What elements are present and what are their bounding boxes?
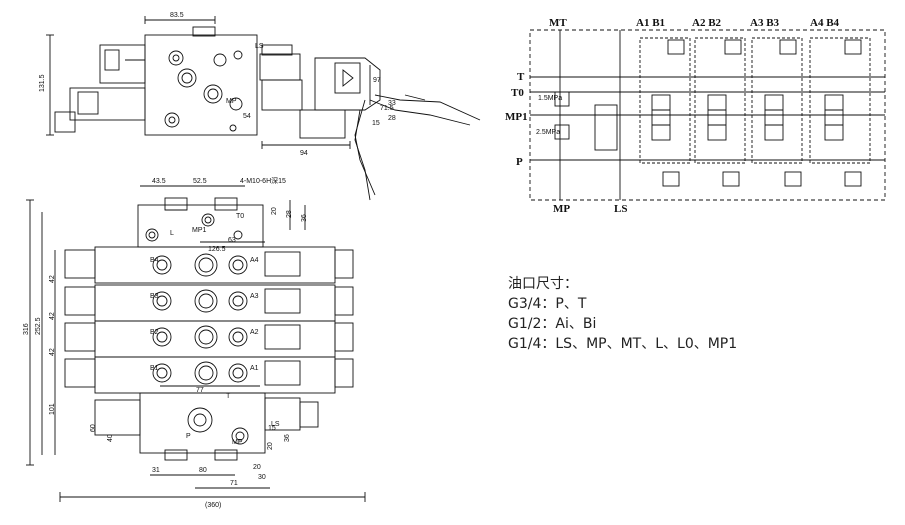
label-a1: A1 [250, 365, 259, 372]
dim-126-5: 126.5 [208, 246, 226, 253]
schem-a4b4: A4 B4 [810, 17, 840, 29]
label-a4: A4 [250, 257, 259, 264]
dim-71: 71 [230, 480, 238, 487]
dim-42-a: 42 [49, 275, 56, 283]
port-t0: T0 [236, 213, 244, 220]
dim-94: 94 [300, 150, 308, 157]
dim-42-c: 42 [49, 348, 56, 356]
dim-31: 31 [152, 467, 160, 474]
port-mp1: MP1 [192, 227, 207, 234]
dim-15: 15 [372, 120, 380, 127]
label-a2: A2 [250, 329, 259, 336]
dim-33: 33 [388, 100, 396, 107]
notes-title: 油口尺寸： [508, 276, 578, 292]
dim-thread-spec: 4-M10-6H深15 [240, 176, 286, 185]
port-size-notes: 油口尺寸： G3/4：P、T G1/2：Ai、Bi G1/4：LS、MP、MT、… [508, 274, 737, 354]
side-view-labels: 83.5 131.5 94 97 15 71.5 28 33 54 LS MP [39, 12, 396, 157]
dim-40: 40 [107, 434, 114, 442]
label-b4: B4 [150, 257, 159, 264]
top-view [26, 185, 366, 502]
dim-360: (360) [205, 502, 221, 509]
side-port-2 [177, 68, 197, 88]
dim-252-5: 252.5 [35, 317, 42, 335]
schem-t: T [517, 71, 525, 83]
label-ls: LS [255, 43, 264, 50]
dim-60: 60 [90, 424, 97, 432]
hydraulic-schematic [529, 29, 886, 201]
label-mp: MP [226, 98, 237, 105]
side-body [144, 34, 258, 136]
port-t: T [226, 393, 231, 400]
dim-101: 101 [49, 403, 56, 415]
side-port-3 [203, 84, 223, 104]
schem-relief-2: 2.5MPa [536, 129, 560, 136]
top-view-labels: 43.5 52.5 4-M10-6H深15 20 28 36 126.5 63 … [23, 176, 308, 509]
schem-ls: LS [614, 203, 627, 215]
dim-30: 30 [258, 474, 266, 481]
schem-mp: MP [553, 203, 570, 215]
port-p: P [186, 433, 191, 440]
schem-mp1: MP1 [505, 111, 528, 123]
side-port-1 [168, 50, 184, 66]
dim-36-right: 36 [301, 214, 308, 222]
dim-15-br: 15 [268, 425, 276, 432]
port-ls: LS [271, 421, 280, 428]
dim-77: 77 [196, 387, 204, 394]
dim-131-5: 131.5 [39, 74, 46, 92]
schem-a3b3: A3 B3 [750, 17, 780, 29]
schematic-labels: MT A1 B1 A2 B2 A3 B3 A4 B4 T T0 MP1 P MP… [505, 17, 840, 215]
dim-97: 97 [373, 77, 381, 84]
side-view [46, 16, 481, 201]
dim-316: 316 [23, 323, 30, 335]
notes-line-2: G1/2：Ai、Bi [508, 316, 597, 332]
label-b2: B2 [150, 329, 159, 336]
port-l: L [170, 230, 174, 237]
dim-42-b: 42 [49, 312, 56, 320]
dim-36-br: 36 [284, 434, 291, 442]
notes-line-3: G1/4：LS、MP、MT、L、L0、MP1 [508, 336, 738, 352]
schem-mt: MT [549, 17, 567, 29]
dim-28: 28 [388, 115, 396, 122]
valve-sections [64, 246, 354, 394]
dim-20-right: 20 [271, 207, 278, 215]
dim-83-5: 83.5 [170, 12, 184, 19]
dim-43-5: 43.5 [152, 178, 166, 185]
dim-80: 80 [199, 467, 207, 474]
dim-20-bottom: 20 [253, 464, 261, 471]
schem-a1b1: A1 B1 [636, 17, 665, 29]
schematic-frame [529, 29, 886, 201]
label-b1: B1 [150, 365, 159, 372]
dim-20-br: 20 [267, 442, 274, 450]
schem-p: P [516, 156, 523, 168]
port-mp: MP [232, 439, 243, 446]
dim-52-5: 52.5 [193, 178, 207, 185]
schem-relief-1: 1.5MPa [538, 95, 562, 102]
label-b3: B3 [150, 293, 159, 300]
schem-a2b2: A2 B2 [692, 17, 722, 29]
dim-71-5: 71.5 [380, 105, 394, 112]
notes-line-1: G3/4：P、T [508, 296, 587, 312]
label-a3: A3 [250, 293, 259, 300]
schem-t0: T0 [511, 87, 524, 99]
dim-28-right: 28 [286, 210, 293, 218]
dim-63: 63 [228, 237, 236, 244]
dim-54: 54 [243, 113, 251, 120]
